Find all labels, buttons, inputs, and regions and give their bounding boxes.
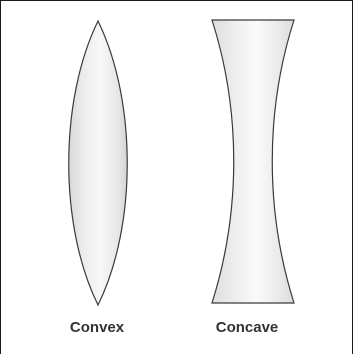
convex-lens	[68, 19, 128, 307]
concave-lens	[211, 19, 295, 304]
convex-label: Convex	[69, 319, 125, 336]
concave-label: Concave	[215, 319, 279, 336]
